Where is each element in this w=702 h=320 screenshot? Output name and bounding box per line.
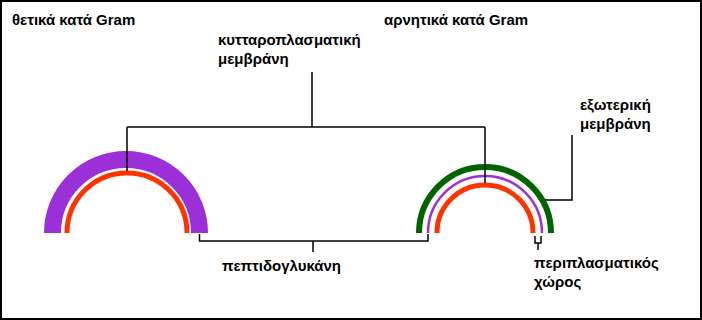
part-label: περιπλασματικός χώρος: [534, 253, 684, 291]
peptidoglycan-layer: [428, 176, 542, 233]
part-label: πεπτιδογλυκάνη: [222, 256, 402, 275]
heading-label: αρνητικά κατά Gram: [384, 10, 604, 29]
part-label: κυτταροπλασματική μεμβράνη: [218, 30, 388, 68]
leader-line: [200, 234, 429, 252]
part-label: εξωτερική μεμβράνη: [580, 95, 675, 133]
leader-line: [127, 72, 485, 183]
cytoplasmic-membrane: [67, 173, 187, 233]
leader-line: [535, 236, 541, 250]
heading-label: θετικά κατά Gram: [12, 10, 212, 29]
cytoplasmic-membrane: [437, 185, 533, 233]
peptidoglycan-layer: [53, 160, 200, 234]
leader-line: [545, 135, 572, 200]
